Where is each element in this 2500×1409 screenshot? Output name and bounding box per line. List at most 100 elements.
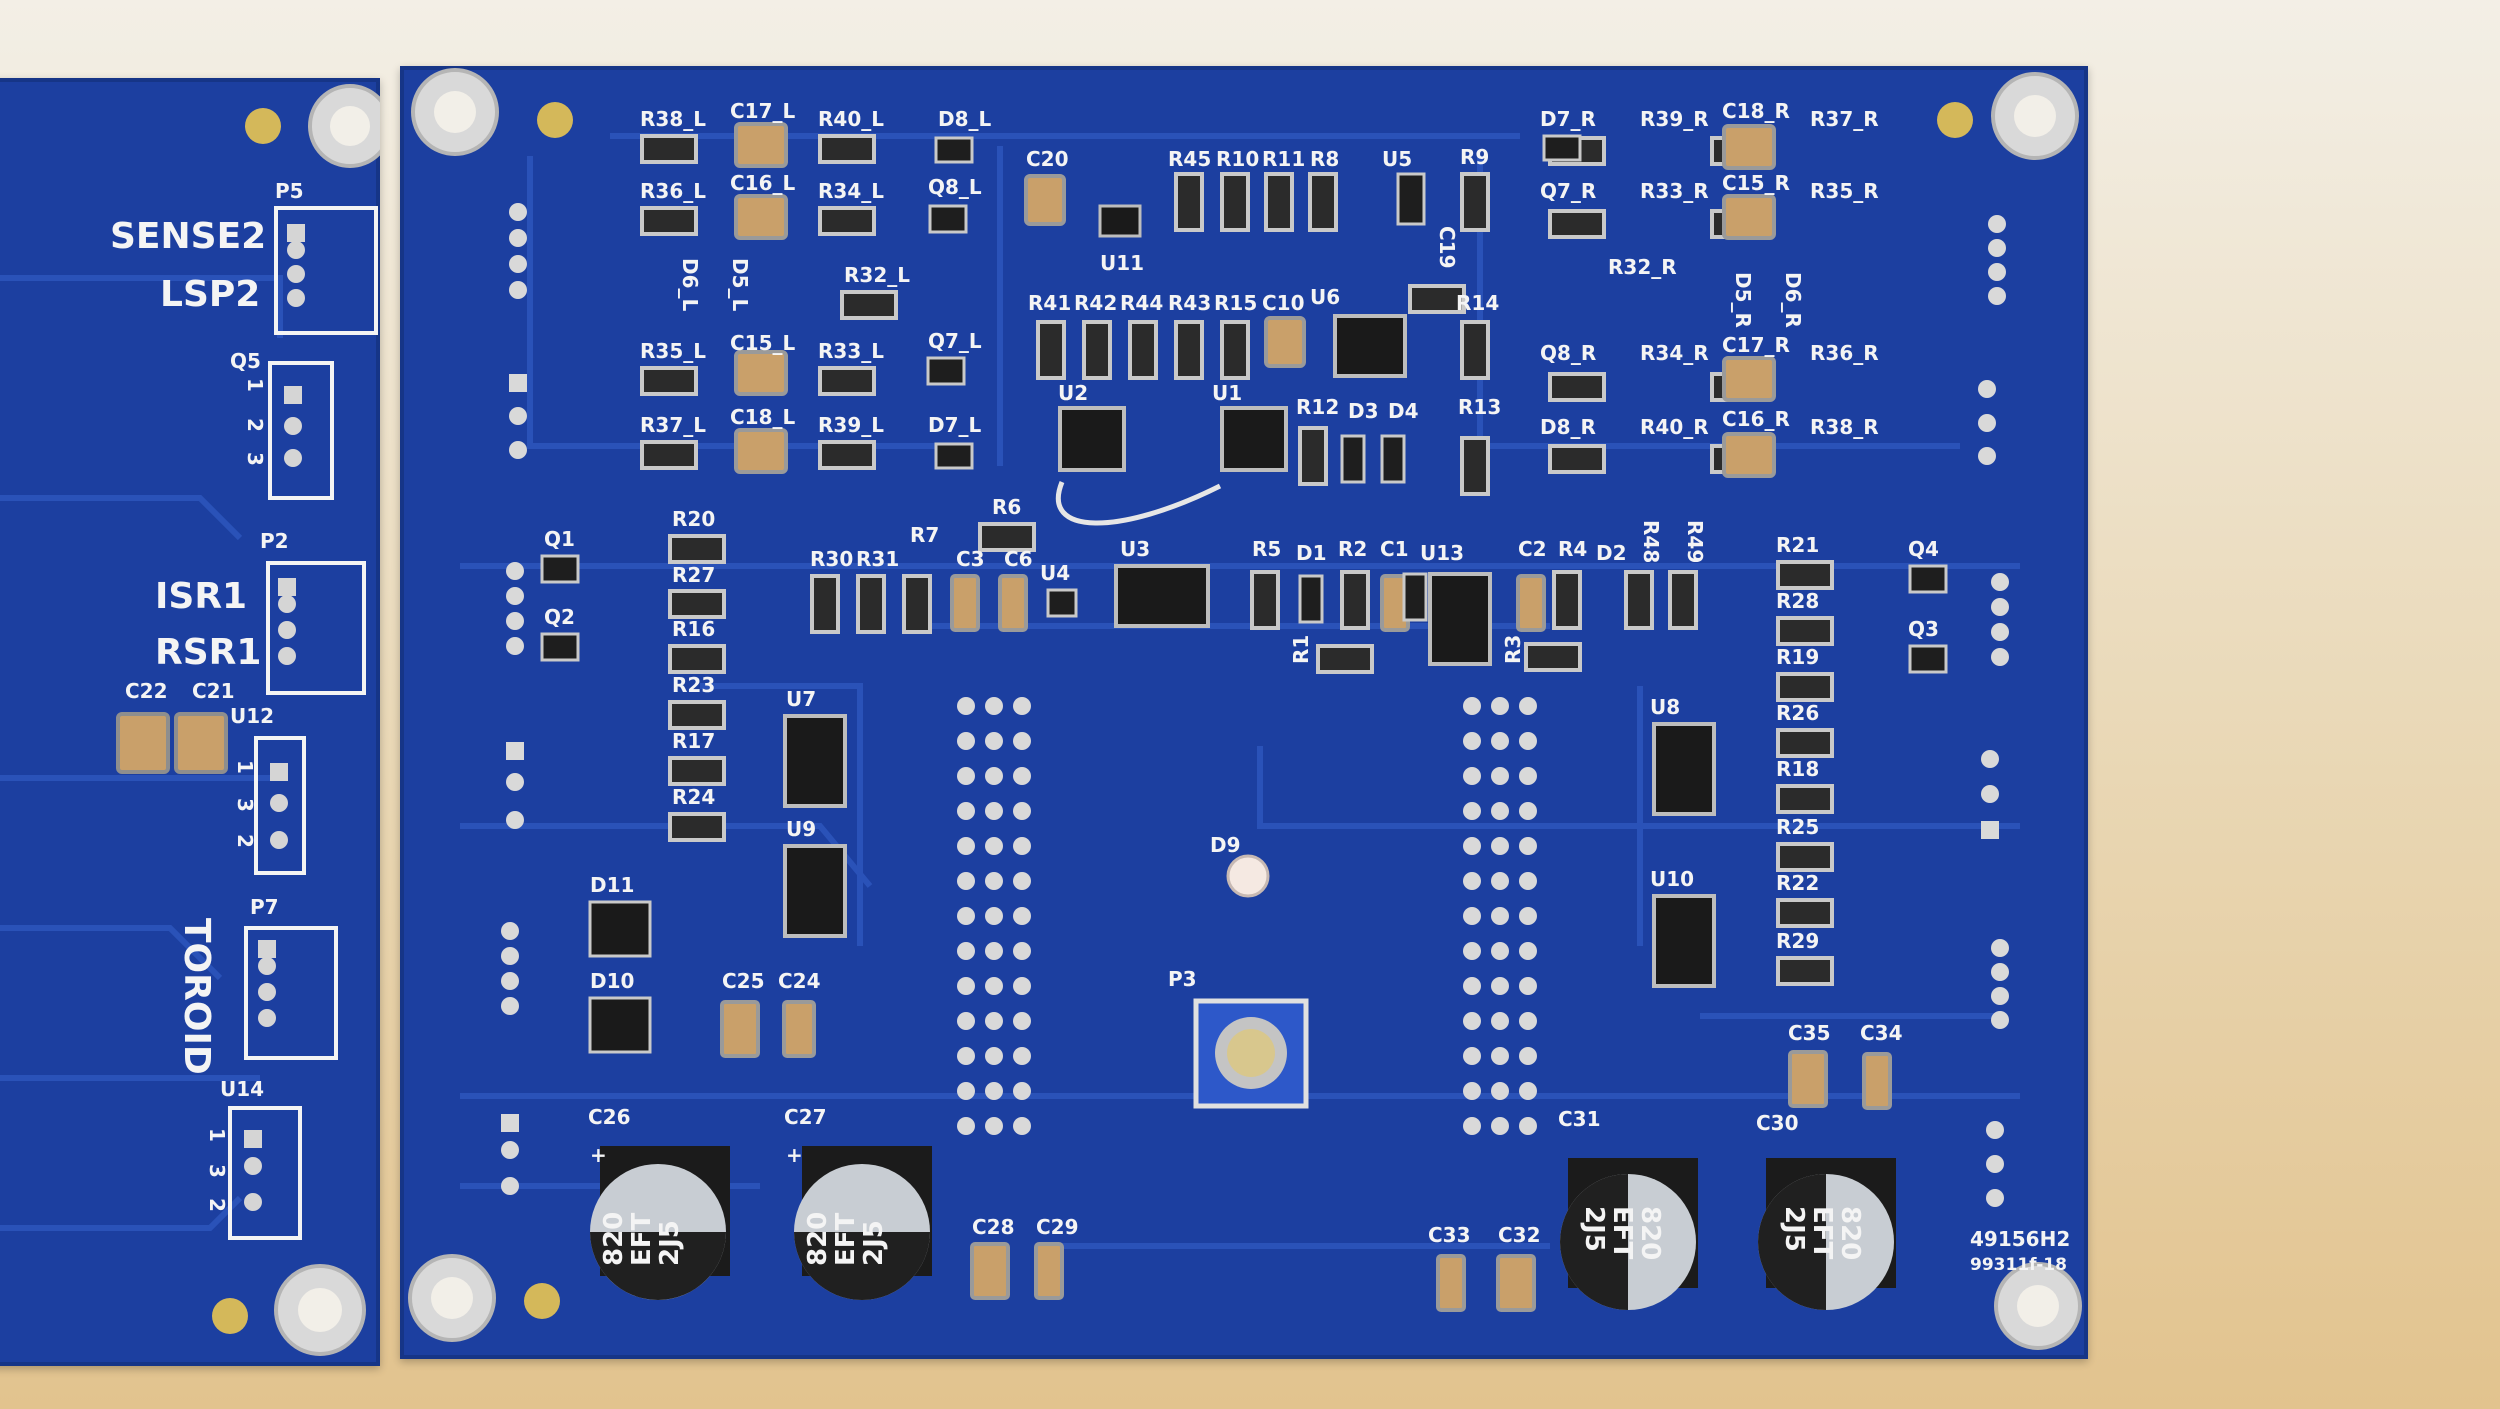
label-d11: D11 [590, 873, 634, 897]
label-d4: D4 [1388, 399, 1419, 423]
label-r11: R11 [1262, 147, 1305, 171]
label-c20: C20 [1026, 147, 1069, 171]
label-u1: U1 [1212, 381, 1242, 405]
side-vias [501, 203, 2009, 1207]
label-r6: R6 [992, 495, 1021, 519]
label-r40-l: R40_L [818, 107, 884, 131]
label-r21: R21 [1776, 533, 1819, 557]
label-c15-r: C15_R [1722, 171, 1790, 195]
label-r20: R20 [672, 507, 715, 531]
label-u13: U13 [1420, 541, 1464, 565]
label-d5-r: D5_R [1731, 272, 1755, 328]
left-board-drawing: P5 SENSE2 LSP2 Q5 P2 ISR1 RSR1 C22 C21 U… [0, 84, 380, 1356]
label-r12: R12 [1296, 395, 1339, 419]
label-c15-l: C15_L [730, 331, 796, 355]
label-q7-l: Q7_L [928, 329, 982, 353]
label-q4: Q4 [1908, 537, 1939, 561]
right-pcb-board: 820 EFT 2J5 820 EFT 2J5 820 EFT 2J5 820 … [400, 66, 2088, 1359]
label-u7: U7 [786, 687, 816, 711]
cap-c26-mark-2: EFT [627, 1212, 657, 1266]
label-r39-r: R39_R [1640, 107, 1709, 131]
label-r28: R28 [1776, 589, 1819, 613]
label-d9: D9 [1210, 833, 1241, 857]
electrolytic-capacitors [590, 1146, 1896, 1310]
label-r41: R41 [1028, 291, 1071, 315]
label-c17-r: C17_R [1722, 333, 1790, 357]
label-r32-r: R32_R [1608, 255, 1677, 279]
label-d8-l: D8_L [938, 107, 992, 131]
label-c34: C34 [1860, 1021, 1903, 1045]
cap-c26-mark-1: 820 [599, 1212, 629, 1266]
label-isr1: ISR1 [155, 576, 247, 617]
cap-c30-mark-2: EFT [1807, 1206, 1837, 1260]
cap-c31-mark-1: 820 [1635, 1206, 1665, 1260]
label-r45: R45 [1168, 147, 1211, 171]
jumper-wire [1055, 481, 1222, 526]
cap-c27-mark-1: 820 [803, 1212, 833, 1266]
label-c21: C21 [192, 679, 235, 703]
label-d3: D3 [1348, 399, 1379, 423]
left-mounting-holes [212, 84, 380, 1356]
label-r37-l: R37_L [640, 413, 706, 437]
left-pcb-board: P5 SENSE2 LSP2 Q5 P2 ISR1 RSR1 C22 C21 U… [0, 78, 380, 1366]
label-r36-l: R36_L [640, 179, 706, 203]
label-r35-l: R35_L [640, 339, 706, 363]
left-header-pads [244, 224, 305, 1211]
label-r13: R13 [1458, 395, 1501, 419]
label-c35: C35 [1788, 1021, 1831, 1045]
plus-c26: + [590, 1143, 607, 1167]
label-p5: P5 [275, 179, 304, 203]
label-c18-r: C18_R [1722, 99, 1790, 123]
label-r7: R7 [910, 523, 939, 547]
label-r1: R1 [1289, 635, 1313, 664]
pad-grid-right [1463, 697, 1537, 1135]
label-c33: C33 [1428, 1223, 1471, 1247]
label-r34-l: R34_L [818, 179, 884, 203]
label-r36-r: R36_R [1810, 341, 1879, 365]
pin-2-u14: 2 [205, 1198, 229, 1212]
label-r19: R19 [1776, 645, 1819, 669]
label-u2: U2 [1058, 381, 1088, 405]
label-r33-l: R33_L [818, 339, 884, 363]
label-r31: R31 [856, 547, 899, 571]
label-c3: C3 [956, 547, 985, 571]
label-d7-l: D7_L [928, 413, 982, 437]
label-r44: R44 [1120, 291, 1163, 315]
label-d8-r: D8_R [1540, 415, 1596, 439]
label-r48: R48 [1639, 520, 1663, 563]
label-u4: U4 [1040, 561, 1070, 585]
sot-transistors [540, 134, 1948, 674]
cap-c30-mark-1: 820 [1835, 1206, 1865, 1260]
label-u5: U5 [1382, 147, 1412, 171]
label-q7-r: Q7_R [1540, 179, 1596, 203]
label-r17: R17 [672, 729, 715, 753]
labels-top-right: D7_R R39_R C18_R R37_R Q7_R R33_R C15_R … [1540, 99, 1879, 439]
label-c16-r: C16_R [1722, 407, 1790, 431]
ceramic-capacitors [720, 122, 1892, 1312]
pin-3-u12: 3 [233, 798, 257, 812]
labels-top-mid: C20 U11 R45 R10 R11 R8 U5 R9 C19 R41 R42… [1026, 145, 1501, 423]
label-p3: P3 [1168, 967, 1197, 991]
labels-bottom: D11 D10 C25 C24 C26 C27 C28 C29 C33 C32 … [588, 873, 2070, 1275]
label-r33-r: R33_R [1640, 179, 1709, 203]
left-header-outlines [228, 206, 378, 1240]
label-u10: U10 [1650, 867, 1694, 891]
label-c10: C10 [1262, 291, 1305, 315]
pin-1-q5: 1 [243, 378, 267, 392]
label-sense2: SENSE2 [110, 216, 266, 257]
label-d1: D1 [1296, 541, 1327, 565]
label-r23: R23 [672, 673, 715, 697]
pin-1-u14: 1 [205, 1128, 229, 1142]
label-c32: C32 [1498, 1223, 1541, 1247]
label-c2: C2 [1518, 537, 1547, 561]
left-traces [0, 275, 283, 1231]
label-c27: C27 [784, 1105, 827, 1129]
label-c22: C22 [125, 679, 168, 703]
label-r15: R15 [1214, 291, 1257, 315]
label-r30: R30 [810, 547, 853, 571]
label-u12: U12 [230, 704, 274, 728]
cap-c27-mark-3: 2J5 [859, 1220, 889, 1266]
label-r8: R8 [1310, 147, 1339, 171]
label-r2: R2 [1338, 537, 1367, 561]
label-r42: R42 [1074, 291, 1117, 315]
